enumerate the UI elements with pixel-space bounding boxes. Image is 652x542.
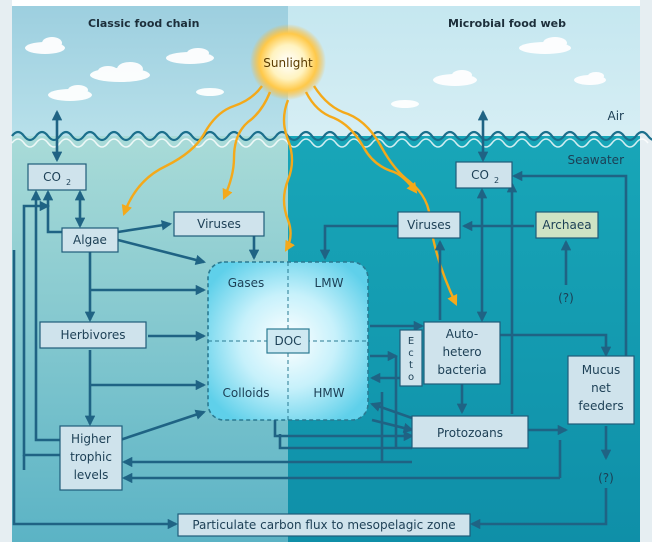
ecto-node: E c t o bbox=[399, 329, 423, 387]
ecto-t: t bbox=[409, 360, 413, 371]
bacteria-node: Auto- hetero bacteria bbox=[423, 321, 501, 385]
protozoans-label: Protozoans bbox=[437, 426, 503, 440]
viruses-left-label: Viruses bbox=[197, 217, 241, 231]
seawater-label: Seawater bbox=[567, 153, 624, 167]
co2-right-label: CO bbox=[471, 168, 489, 182]
higher-trophic-node: Higher trophic levels bbox=[59, 425, 123, 491]
viruses-left-node: Viruses bbox=[173, 211, 265, 237]
co2-right-sub: 2 bbox=[494, 176, 499, 185]
co2-left-label: CO bbox=[43, 170, 61, 184]
herbivores-label: Herbivores bbox=[60, 328, 125, 342]
archaea-node: Archaea bbox=[535, 211, 599, 239]
sun-icon bbox=[250, 24, 326, 100]
doc-lmw: LMW bbox=[315, 276, 344, 290]
doc-hmw: HMW bbox=[313, 386, 344, 400]
sun-rays bbox=[121, 85, 458, 306]
protozoans-node: Protozoans bbox=[411, 415, 529, 449]
co2-left-sub: 2 bbox=[66, 178, 71, 187]
sunlight-label: Sunlight bbox=[263, 56, 313, 70]
air-label: Air bbox=[608, 109, 625, 123]
herbivores-node: Herbivores bbox=[39, 321, 147, 349]
wave-line-1 bbox=[11, 130, 652, 142]
wave-line-2 bbox=[11, 138, 649, 148]
archaea-question-mark: (?) bbox=[558, 291, 574, 305]
left-gutter bbox=[0, 0, 12, 542]
ecto-o: o bbox=[408, 372, 414, 383]
ecto-e: E bbox=[408, 336, 414, 347]
mucus-feeders-node: Mucus net feeders bbox=[567, 355, 635, 425]
ecto-c: c bbox=[408, 348, 414, 359]
flux-node: Particulate carbon flux to mesopelagic z… bbox=[177, 513, 471, 537]
higher-label-3: levels bbox=[74, 468, 109, 482]
higher-label-1: Higher bbox=[71, 432, 111, 446]
heading-classic-food-chain: Classic food chain bbox=[88, 17, 199, 30]
doc-center-box bbox=[266, 328, 310, 354]
flux-label: Particulate carbon flux to mesopelagic z… bbox=[192, 518, 455, 532]
archaea-label: Archaea bbox=[542, 218, 591, 232]
doc-colloids: Colloids bbox=[223, 386, 270, 400]
viruses-right-label: Viruses bbox=[407, 218, 451, 232]
flow-arrows bbox=[12, 109, 628, 530]
algae-node: Algae bbox=[61, 227, 119, 253]
bacteria-label-3: bacteria bbox=[437, 363, 486, 377]
co2-right-node: CO 2 bbox=[455, 161, 513, 189]
algae-label: Algae bbox=[73, 233, 107, 247]
clouds bbox=[25, 37, 606, 108]
bacteria-label-2: hetero bbox=[442, 345, 481, 359]
mucus-question-mark: (?) bbox=[598, 471, 614, 485]
right-gutter bbox=[640, 0, 652, 542]
mucus-label-3: feeders bbox=[578, 399, 623, 413]
higher-label-2: trophic bbox=[70, 450, 112, 464]
mucus-label-1: Mucus bbox=[582, 363, 620, 377]
doc-gases: Gases bbox=[228, 276, 265, 290]
bacteria-label-1: Auto- bbox=[446, 327, 478, 341]
doc-center-label: DOC bbox=[274, 334, 301, 348]
viruses-right-node: Viruses bbox=[397, 211, 461, 239]
heading-microbial-food-web: Microbial food web bbox=[448, 17, 566, 30]
mucus-label-2: net bbox=[591, 381, 611, 395]
co2-left-node: CO 2 bbox=[27, 163, 87, 191]
